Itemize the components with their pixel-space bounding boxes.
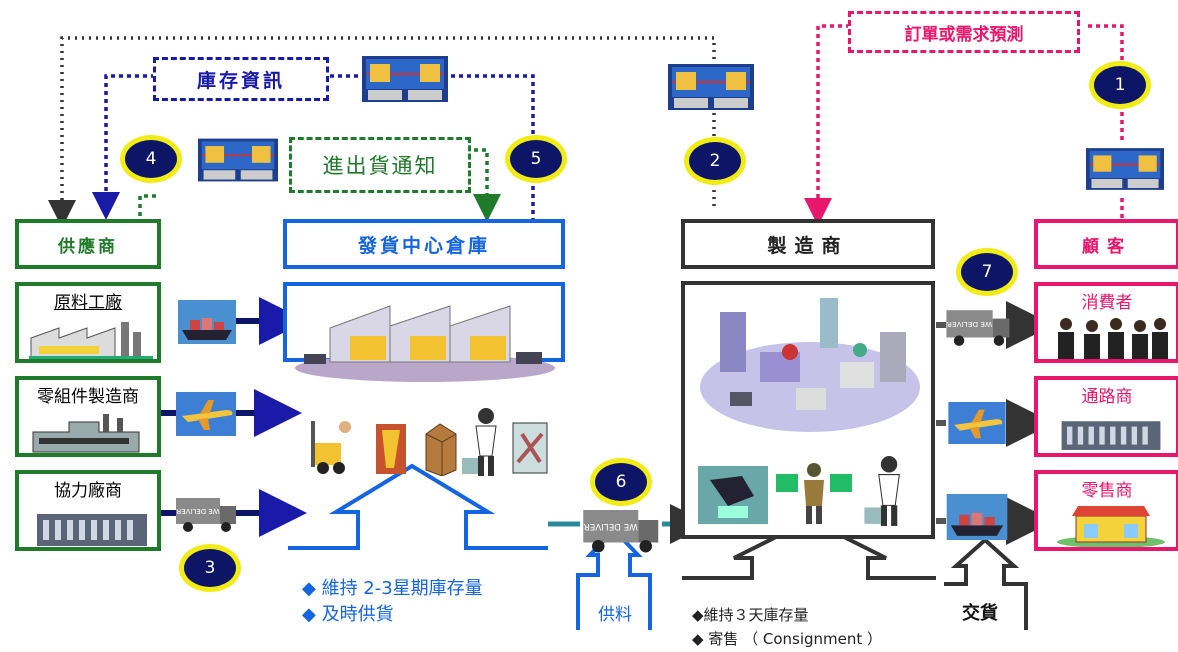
- delivery-truck-icon: WE DELIVER: [176, 498, 236, 532]
- retailer-label: 零售商: [1081, 481, 1133, 501]
- network-computer-icon: [198, 138, 278, 182]
- order-forecast-label: 訂單或需求預測: [848, 11, 1080, 53]
- satellite-icon: [698, 466, 768, 524]
- people-icon: [1058, 318, 1168, 359]
- factory-icon: [32, 414, 140, 453]
- callout-arrow-warehouse: [288, 463, 548, 550]
- step-badge-1: 1: [1089, 61, 1151, 109]
- components-maker-label: 零組件製造商: [37, 387, 139, 407]
- network-computer-icon: [1086, 148, 1164, 190]
- loading-icon: [512, 422, 548, 474]
- airplane-icon: [948, 402, 1006, 444]
- svg-text:WE DELIVER: WE DELIVER: [584, 521, 638, 531]
- delivery-truck-icon: WE DELIVER: [946, 310, 1010, 346]
- consumer-box: 消費者: [1034, 282, 1178, 363]
- worker-icon: [376, 424, 406, 474]
- network-computer-icon: [362, 56, 448, 102]
- building-icon: [1061, 421, 1161, 450]
- svg-text:WE DELIVER: WE DELIVER: [947, 320, 992, 329]
- factory-icon: [29, 322, 153, 359]
- step-badge-2: 2: [684, 137, 746, 185]
- step-badge-7: 7: [956, 248, 1018, 296]
- raw-material-factory-label: 原料工廠: [54, 293, 122, 313]
- step-badge-3: 3: [179, 544, 241, 592]
- customer-header: 顧客: [1034, 219, 1178, 269]
- retailer-box: 零售商: [1034, 470, 1178, 551]
- channel-label: 通路商: [1081, 387, 1133, 407]
- flow-line-order-forecast: [818, 24, 1124, 218]
- delivery-note: 交貨: [962, 603, 998, 624]
- supplier-header: 供應商: [15, 219, 161, 269]
- warehouse-note-line-2: ◆ 及時供貨: [302, 604, 394, 625]
- manufacturer-header: 製造商: [681, 219, 935, 269]
- delivery-truck-icon: WE DELIVER: [583, 510, 659, 553]
- ship-icon: [178, 300, 236, 344]
- partner-vendor-box: 協力廠商: [15, 470, 161, 551]
- forklift-icon: [311, 421, 351, 474]
- supply-note: 供料: [598, 605, 632, 625]
- clerk-icon: [864, 456, 900, 526]
- warehouse-icon: [295, 305, 555, 382]
- airplane-icon: [176, 392, 236, 436]
- channel-box: 通路商: [1034, 376, 1178, 457]
- consumer-label: 消費者: [1081, 293, 1133, 313]
- components-maker-box: 零組件製造商: [15, 376, 161, 457]
- raw-material-factory-box: 原料工廠: [15, 282, 161, 363]
- step-badge-5: 5: [505, 135, 567, 183]
- partner-vendor-label: 協力廠商: [54, 481, 122, 501]
- boxes-icon: [425, 423, 457, 476]
- store-icon: [1057, 506, 1165, 547]
- flow-line-manufacturer-to-supplier: [48, 36, 716, 228]
- clerk-icon: [462, 408, 497, 476]
- engineers-icon: [776, 463, 852, 524]
- inventory-info-label: 庫存資訊: [153, 57, 329, 101]
- distribution-center-header: 發貨中心倉庫: [283, 219, 565, 269]
- shipping-notice-label: 進出貨通知: [289, 137, 471, 193]
- svg-text:WE DELIVER: WE DELIVER: [176, 507, 220, 515]
- factory-campus-icon: [700, 298, 920, 432]
- manufacturer-note-line-1: ◆維持３天庫存量: [692, 606, 809, 624]
- manufacturer-note-line-2: ◆ 寄售 （ Consignment ）: [692, 630, 883, 648]
- warehouse-note-line-1: ◆ 維持 2-3星期庫存量: [302, 578, 483, 599]
- step-badge-4: 4: [120, 135, 182, 183]
- ship-icon: [946, 494, 1008, 540]
- building-icon: [37, 514, 147, 546]
- callout-arrow-delivery: [944, 537, 1028, 630]
- network-computer-icon: [668, 64, 754, 110]
- step-badge-6: 6: [590, 458, 652, 506]
